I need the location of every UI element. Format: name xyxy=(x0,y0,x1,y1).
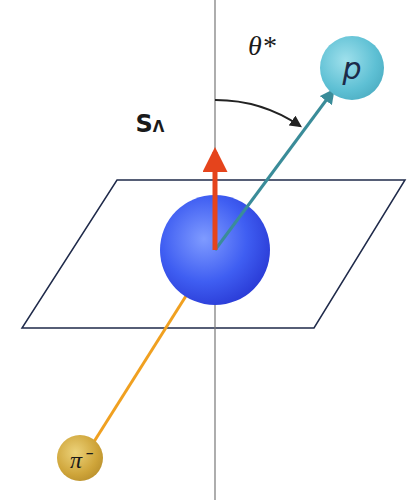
spin-arrow xyxy=(213,152,218,250)
particle-name: p xyxy=(342,51,361,86)
proton-track xyxy=(215,91,333,250)
angle-arc xyxy=(215,100,300,126)
particle-name: π⁻ xyxy=(70,442,90,475)
pion-circle: π⁻ xyxy=(57,435,103,481)
spin-label: SΛ xyxy=(136,110,165,138)
axis-line xyxy=(214,0,215,500)
proton-circle: p xyxy=(320,36,384,100)
angle-label: θ* xyxy=(248,30,276,62)
